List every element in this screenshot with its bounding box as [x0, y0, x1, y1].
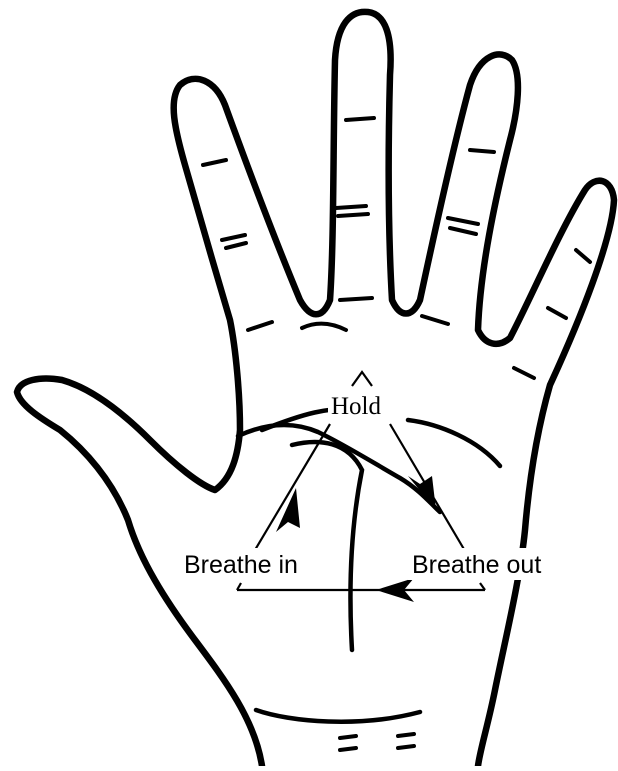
breathe-in-label: Breathe in — [184, 551, 298, 579]
finger-creases — [203, 118, 590, 378]
hand-outline — [17, 12, 614, 766]
breathe-out-label: Breathe out — [412, 551, 541, 579]
hold-caret-icon — [352, 372, 372, 386]
hold-label: Hold — [331, 393, 382, 420]
